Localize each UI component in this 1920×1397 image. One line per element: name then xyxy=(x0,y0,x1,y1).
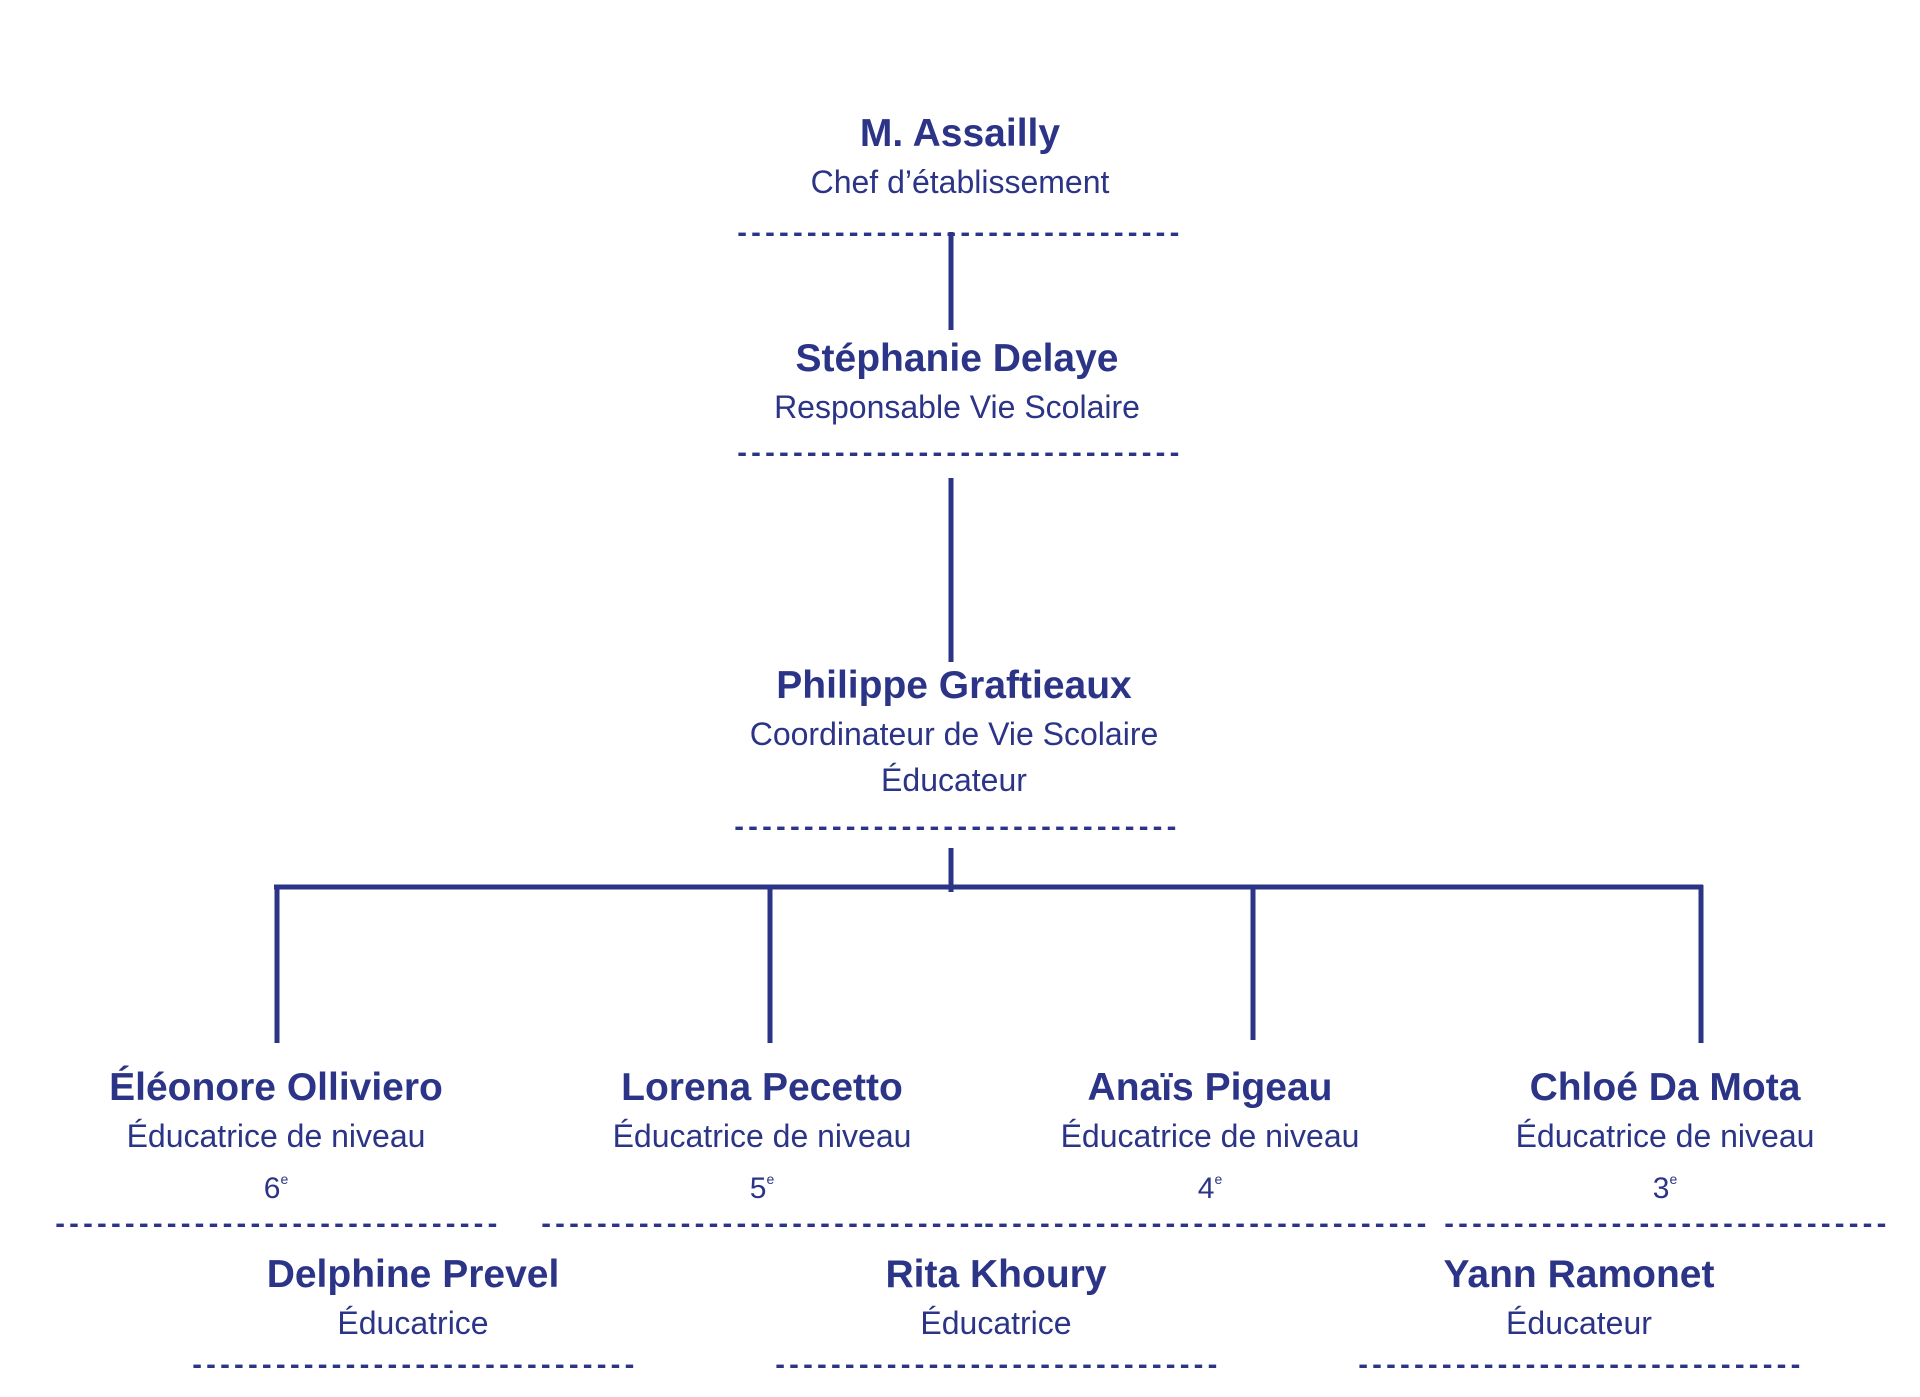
node-level: 3e xyxy=(1652,1171,1678,1205)
node-role: Éducatrice de niveau xyxy=(612,1118,912,1154)
node-olliviero: Éléonore Olliviero Éducatrice de niveau … xyxy=(109,1063,443,1209)
node-graftieaux: Philippe Graftieaux Coordinateur de Vie … xyxy=(750,661,1159,803)
node-role: Responsable Vie Scolaire xyxy=(774,389,1140,425)
node-damota: Chloé Da Mota Éducatrice de niveau 3e xyxy=(1516,1063,1815,1209)
node-role: Éducatrice de niveau xyxy=(126,1118,426,1154)
node-pigeau: Anaïs Pigeau Éducatrice de niveau 4e xyxy=(1061,1063,1360,1209)
node-role: Éducatrice xyxy=(920,1305,1072,1341)
node-name: Éléonore Olliviero xyxy=(109,1066,443,1109)
node-name: Stéphanie Delaye xyxy=(795,337,1119,380)
node-level: 5e xyxy=(749,1171,775,1205)
separator: -------------------------------- xyxy=(1441,1210,1889,1238)
node-prevel: Delphine Prevel Éducatrice xyxy=(267,1250,560,1346)
node-name: Delphine Prevel xyxy=(266,1253,560,1296)
separator: -------------------------------- xyxy=(189,1351,637,1379)
node-role: Éducatrice de niveau xyxy=(1515,1118,1815,1154)
node-pecetto: Lorena Pecetto Éducatrice de niveau 5e xyxy=(613,1063,912,1209)
node-name: Lorena Pecetto xyxy=(621,1066,903,1109)
node-role: Éducatrice de niveau xyxy=(1060,1118,1360,1154)
node-delaye: Stéphanie Delaye Responsable Vie Scolair… xyxy=(774,334,1140,430)
node-ramonet: Yann Ramonet Éducateur xyxy=(1444,1250,1715,1346)
separator: -------------------------------- xyxy=(981,1210,1429,1238)
separator: -------------------------------- xyxy=(52,1210,500,1238)
separator: -------------------------------- xyxy=(1355,1351,1803,1379)
separator: -------------------------------- xyxy=(734,439,1182,467)
node-role: Éducateur xyxy=(1506,1305,1652,1341)
node-level: 6e xyxy=(263,1171,289,1205)
node-role: Chef d’établissement xyxy=(810,164,1110,200)
node-level: 4e xyxy=(1197,1171,1223,1205)
node-name: Chloé Da Mota xyxy=(1529,1066,1801,1109)
separator: -------------------------------- xyxy=(538,1210,986,1238)
node-role: Éducatrice xyxy=(337,1305,489,1341)
node-name: Anaïs Pigeau xyxy=(1087,1066,1333,1109)
node-role: Éducateur xyxy=(881,762,1027,798)
separator: -------------------------------- xyxy=(734,219,1182,247)
separator: -------------------------------- xyxy=(731,813,1179,841)
node-khoury: Rita Khoury Éducatrice xyxy=(885,1250,1106,1346)
node-name: Rita Khoury xyxy=(885,1253,1107,1296)
node-role: Coordinateur de Vie Scolaire xyxy=(749,716,1159,752)
node-name: Philippe Graftieaux xyxy=(776,664,1132,707)
separator: -------------------------------- xyxy=(772,1351,1220,1379)
node-assailly: M. Assailly Chef d’établissement xyxy=(811,109,1110,205)
node-name: M. Assailly xyxy=(859,112,1061,155)
node-name: Yann Ramonet xyxy=(1443,1253,1715,1296)
